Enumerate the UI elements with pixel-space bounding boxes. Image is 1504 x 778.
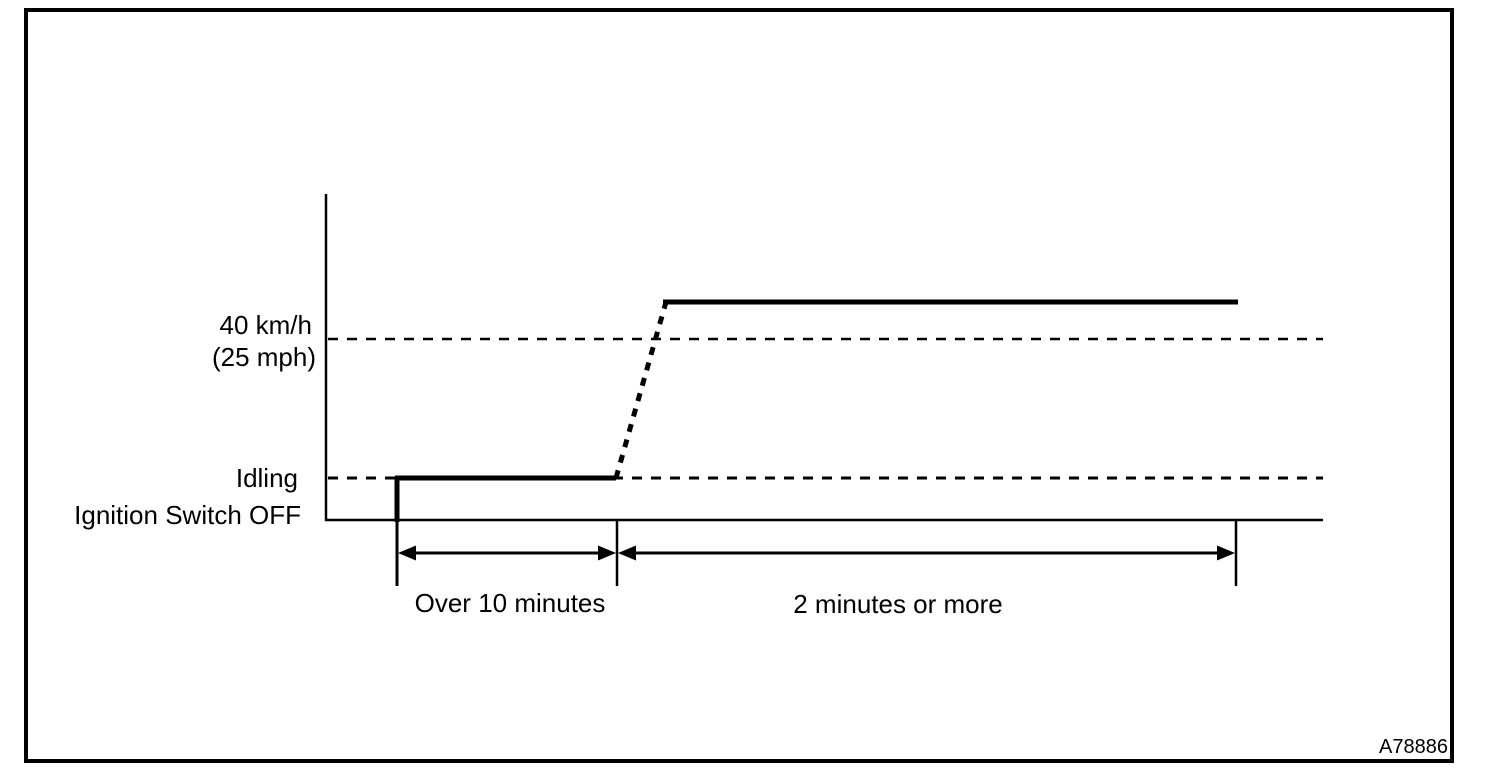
phase2-arrowhead-right-icon	[1217, 545, 1235, 561]
label-idling: Idling	[236, 463, 298, 493]
figure-code: A78886	[1379, 736, 1448, 758]
label-phase1-duration: Over 10 minutes	[415, 588, 606, 618]
label-speed-mph: (25 mph)	[212, 342, 316, 372]
phase1-arrowhead-right-icon	[598, 545, 616, 561]
profile-acceleration-dashed	[613, 301, 669, 479]
label-speed-kmh: 40 km/h	[220, 310, 313, 340]
label-phase2-duration: 2 minutes or more	[793, 589, 1003, 619]
label-ignition-switch-off: Ignition Switch OFF	[74, 500, 301, 530]
phase2-arrowhead-left-icon	[618, 545, 636, 561]
figure-border	[24, 8, 1454, 763]
phase1-arrowhead-left-icon	[398, 545, 416, 561]
